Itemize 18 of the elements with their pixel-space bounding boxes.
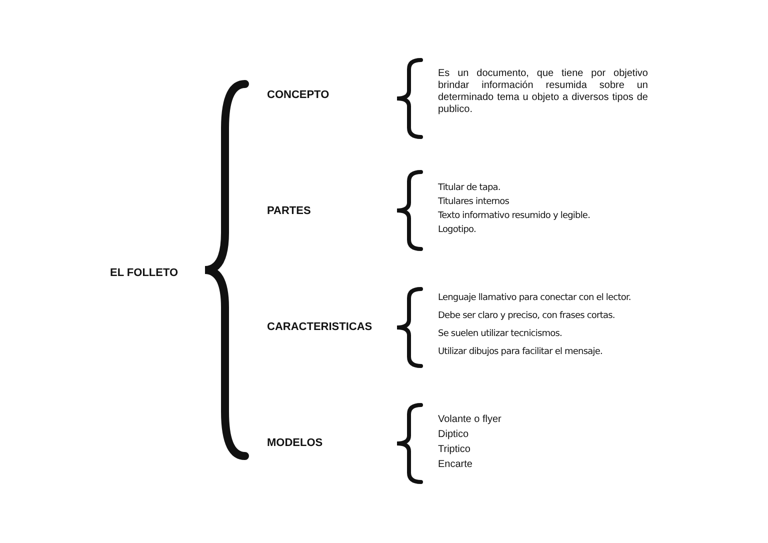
- list-item: Utilizar dibujos para facilitar el mensaje.: [438, 346, 602, 358]
- list-item: Volante o flyer: [438, 414, 502, 426]
- list-item: Diptico: [438, 429, 469, 441]
- list-item: Logotipo.: [438, 224, 476, 236]
- branch-heading: CONCEPTO: [267, 89, 330, 101]
- list-item: Titulares internos: [438, 196, 510, 208]
- branch-heading: PARTES: [267, 205, 311, 217]
- list-item: Triptico: [438, 444, 470, 456]
- list-item: Debe ser claro y preciso, con frases cortas.: [438, 310, 615, 322]
- list-item: Encarte: [438, 459, 472, 471]
- list-item: Titular de tapa.: [438, 182, 500, 194]
- branch-heading: MODELOS: [267, 437, 323, 449]
- branch-heading: CARACTERISTICAS: [267, 321, 372, 333]
- definition-text: Es un documento, que tiene por objetivo brindar información resumida sobre un determinado tema u objeto a diversos tipos de publico.: [438, 68, 648, 116]
- list-item: Texto informativo resumido y legible.: [438, 210, 590, 222]
- list-item: Se suelen utilizar tecnicismos.: [438, 328, 562, 340]
- list-item: Lenguaje llamativo para conectar con el lector.: [438, 292, 631, 304]
- root-heading: EL FOLLETO: [110, 267, 178, 279]
